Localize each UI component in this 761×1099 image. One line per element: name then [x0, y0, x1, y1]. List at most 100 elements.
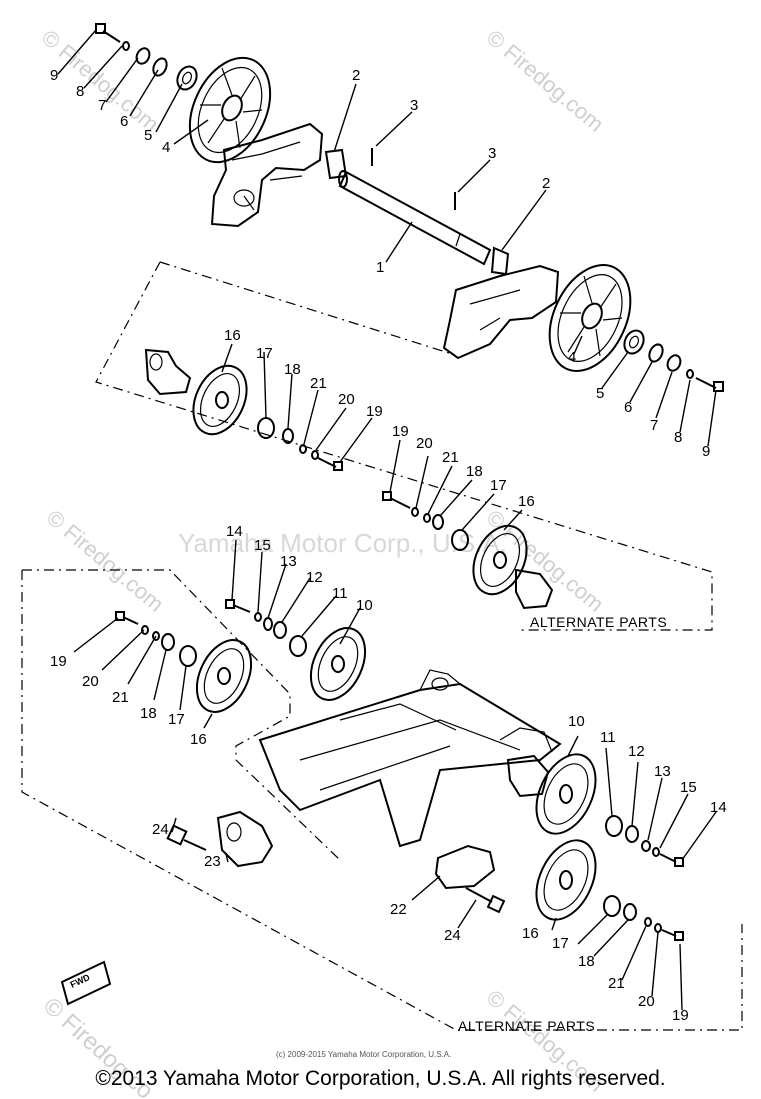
- label-3-b: 3: [488, 145, 496, 162]
- label-18-alt1-right: 18: [466, 463, 483, 480]
- bolt-24-right: [465, 887, 506, 914]
- hub-block-right: [515, 568, 554, 610]
- label-19-alt1-left: 19: [366, 403, 383, 420]
- label-21-lower-right: 21: [608, 975, 625, 992]
- washer-15-upper: [254, 612, 262, 622]
- wheel-4-right: [548, 264, 632, 372]
- label-16-lower-right: 16: [522, 925, 539, 942]
- bolt-14-right: [659, 853, 684, 867]
- label-6-right: 6: [624, 399, 632, 416]
- label-20-lower-left: 20: [82, 673, 99, 690]
- bearing-17-lower-left: [179, 645, 197, 667]
- label-16-alt1-right: 16: [518, 493, 535, 510]
- bearing-17-lower-right: [603, 895, 621, 917]
- leader-lines: [57, 29, 717, 1011]
- seal-6-right: [648, 343, 664, 363]
- label-18-lower-left: 18: [140, 705, 157, 722]
- bolt-24-left: [166, 824, 207, 851]
- wheel-16-alt1-left: [192, 364, 248, 436]
- label-13-right: 13: [654, 763, 671, 780]
- label-18-alt1-left: 18: [284, 361, 301, 378]
- label-15-right: 15: [680, 779, 697, 796]
- label-14-upper: 14: [226, 523, 243, 540]
- label-23: 23: [204, 853, 221, 870]
- bolt-19-alt1-left: [317, 457, 343, 471]
- washer-13-upper: [263, 617, 273, 631]
- bolt-19-lower-right: [661, 929, 684, 941]
- label-17-alt1-right: 17: [490, 477, 507, 494]
- hub-block-right-lower: [506, 754, 550, 798]
- bearing-5-right: [623, 329, 645, 355]
- watermark-top-right: © Firedog.com: [482, 25, 609, 137]
- hub-block-left: [144, 348, 192, 396]
- wheel-10-upper: [309, 627, 367, 701]
- label-4-right: 4: [568, 349, 576, 366]
- label-10-right: 10: [568, 713, 585, 730]
- label-18-lower-right: 18: [578, 953, 595, 970]
- bracket-22: [434, 844, 496, 890]
- bracket-right: [442, 264, 560, 360]
- label-3-a: 3: [410, 97, 418, 114]
- label-2-left: 2: [352, 67, 360, 84]
- washer-21-alt1-right: [423, 513, 431, 523]
- label-21-alt1-right: 21: [442, 449, 459, 466]
- wheel-16-lower-right: [535, 839, 597, 921]
- label-8-left: 8: [76, 83, 84, 100]
- washer-20-lower-right: [654, 923, 662, 933]
- ring-12-upper: [273, 621, 287, 639]
- washer-21-lower-right: [644, 917, 652, 927]
- bushing-2-left: [324, 148, 348, 180]
- ring-18-lower-left: [161, 633, 175, 651]
- ring-12-right: [625, 825, 639, 843]
- washer-7-left: [135, 47, 151, 65]
- label-11-upper: 11: [332, 585, 348, 602]
- axle-1: [338, 170, 492, 266]
- ring-18-alt1-right: [432, 514, 444, 530]
- label-12-upper: 12: [306, 569, 323, 586]
- label-21-alt1-left: 21: [310, 375, 327, 392]
- washer-7-right: [666, 354, 682, 372]
- upper-axle-assembly: [95, 23, 724, 392]
- washer-21-lower-left: [152, 631, 160, 641]
- label-17-lower-left: 17: [168, 711, 185, 728]
- label-20-lower-right: 20: [638, 993, 655, 1010]
- watermark-mid-right: © Firedog.com: [482, 505, 609, 617]
- wheel-4-left: [188, 56, 272, 164]
- bearing-5-left: [176, 65, 198, 91]
- label-12-right: 12: [628, 743, 645, 760]
- label-16-alt1-left: 16: [224, 327, 241, 344]
- copyright-notice: ©2013 Yamaha Motor Corporation, U.S.A. A…: [95, 1067, 666, 1090]
- label-14-right: 14: [710, 799, 727, 816]
- label-7-right: 7: [650, 417, 658, 434]
- ring-18-alt1-left: [282, 428, 294, 444]
- seal-6-left: [152, 57, 168, 77]
- washer-8-right: [686, 369, 694, 379]
- watermark-mid-left: © Firedog.com: [42, 505, 169, 617]
- label-9-right: 9: [702, 443, 710, 460]
- label-16-lower-left: 16: [190, 731, 207, 748]
- ring-18-lower-right: [623, 903, 637, 921]
- slide-frame: [258, 669, 562, 848]
- washer-20-lower-left: [141, 625, 149, 635]
- washer-13-right: [641, 840, 651, 852]
- bracket-23: [216, 810, 274, 868]
- label-13-upper: 13: [280, 553, 297, 570]
- label-10-upper: 10: [356, 597, 373, 614]
- small-credit: (c) 2009-2015 Yamaha Motor Corporation, …: [276, 1050, 451, 1059]
- alternate-parts-box-1: ALTERNATE PARTS: [95, 261, 713, 631]
- label-19-lower-left: 19: [50, 653, 67, 670]
- wheel-16-lower-left: [195, 639, 253, 713]
- label-17-lower-right: 17: [552, 935, 569, 952]
- fwd-marker-text: FWD: [69, 972, 92, 990]
- bolt-19-lower-left: [115, 611, 139, 625]
- lower-assembly: ALTERNATE PARTS: [21, 569, 743, 1034]
- washer-20-alt1-right: [411, 507, 419, 517]
- label-15-upper: 15: [254, 537, 271, 554]
- label-4-left: 4: [162, 139, 170, 156]
- label-7-left: 7: [98, 97, 106, 114]
- label-2-right: 2: [542, 175, 550, 192]
- alternate-parts-label-2: ALTERNATE PARTS: [458, 1018, 595, 1034]
- bolt-9-right: [695, 377, 724, 392]
- bracket-left: [210, 122, 324, 228]
